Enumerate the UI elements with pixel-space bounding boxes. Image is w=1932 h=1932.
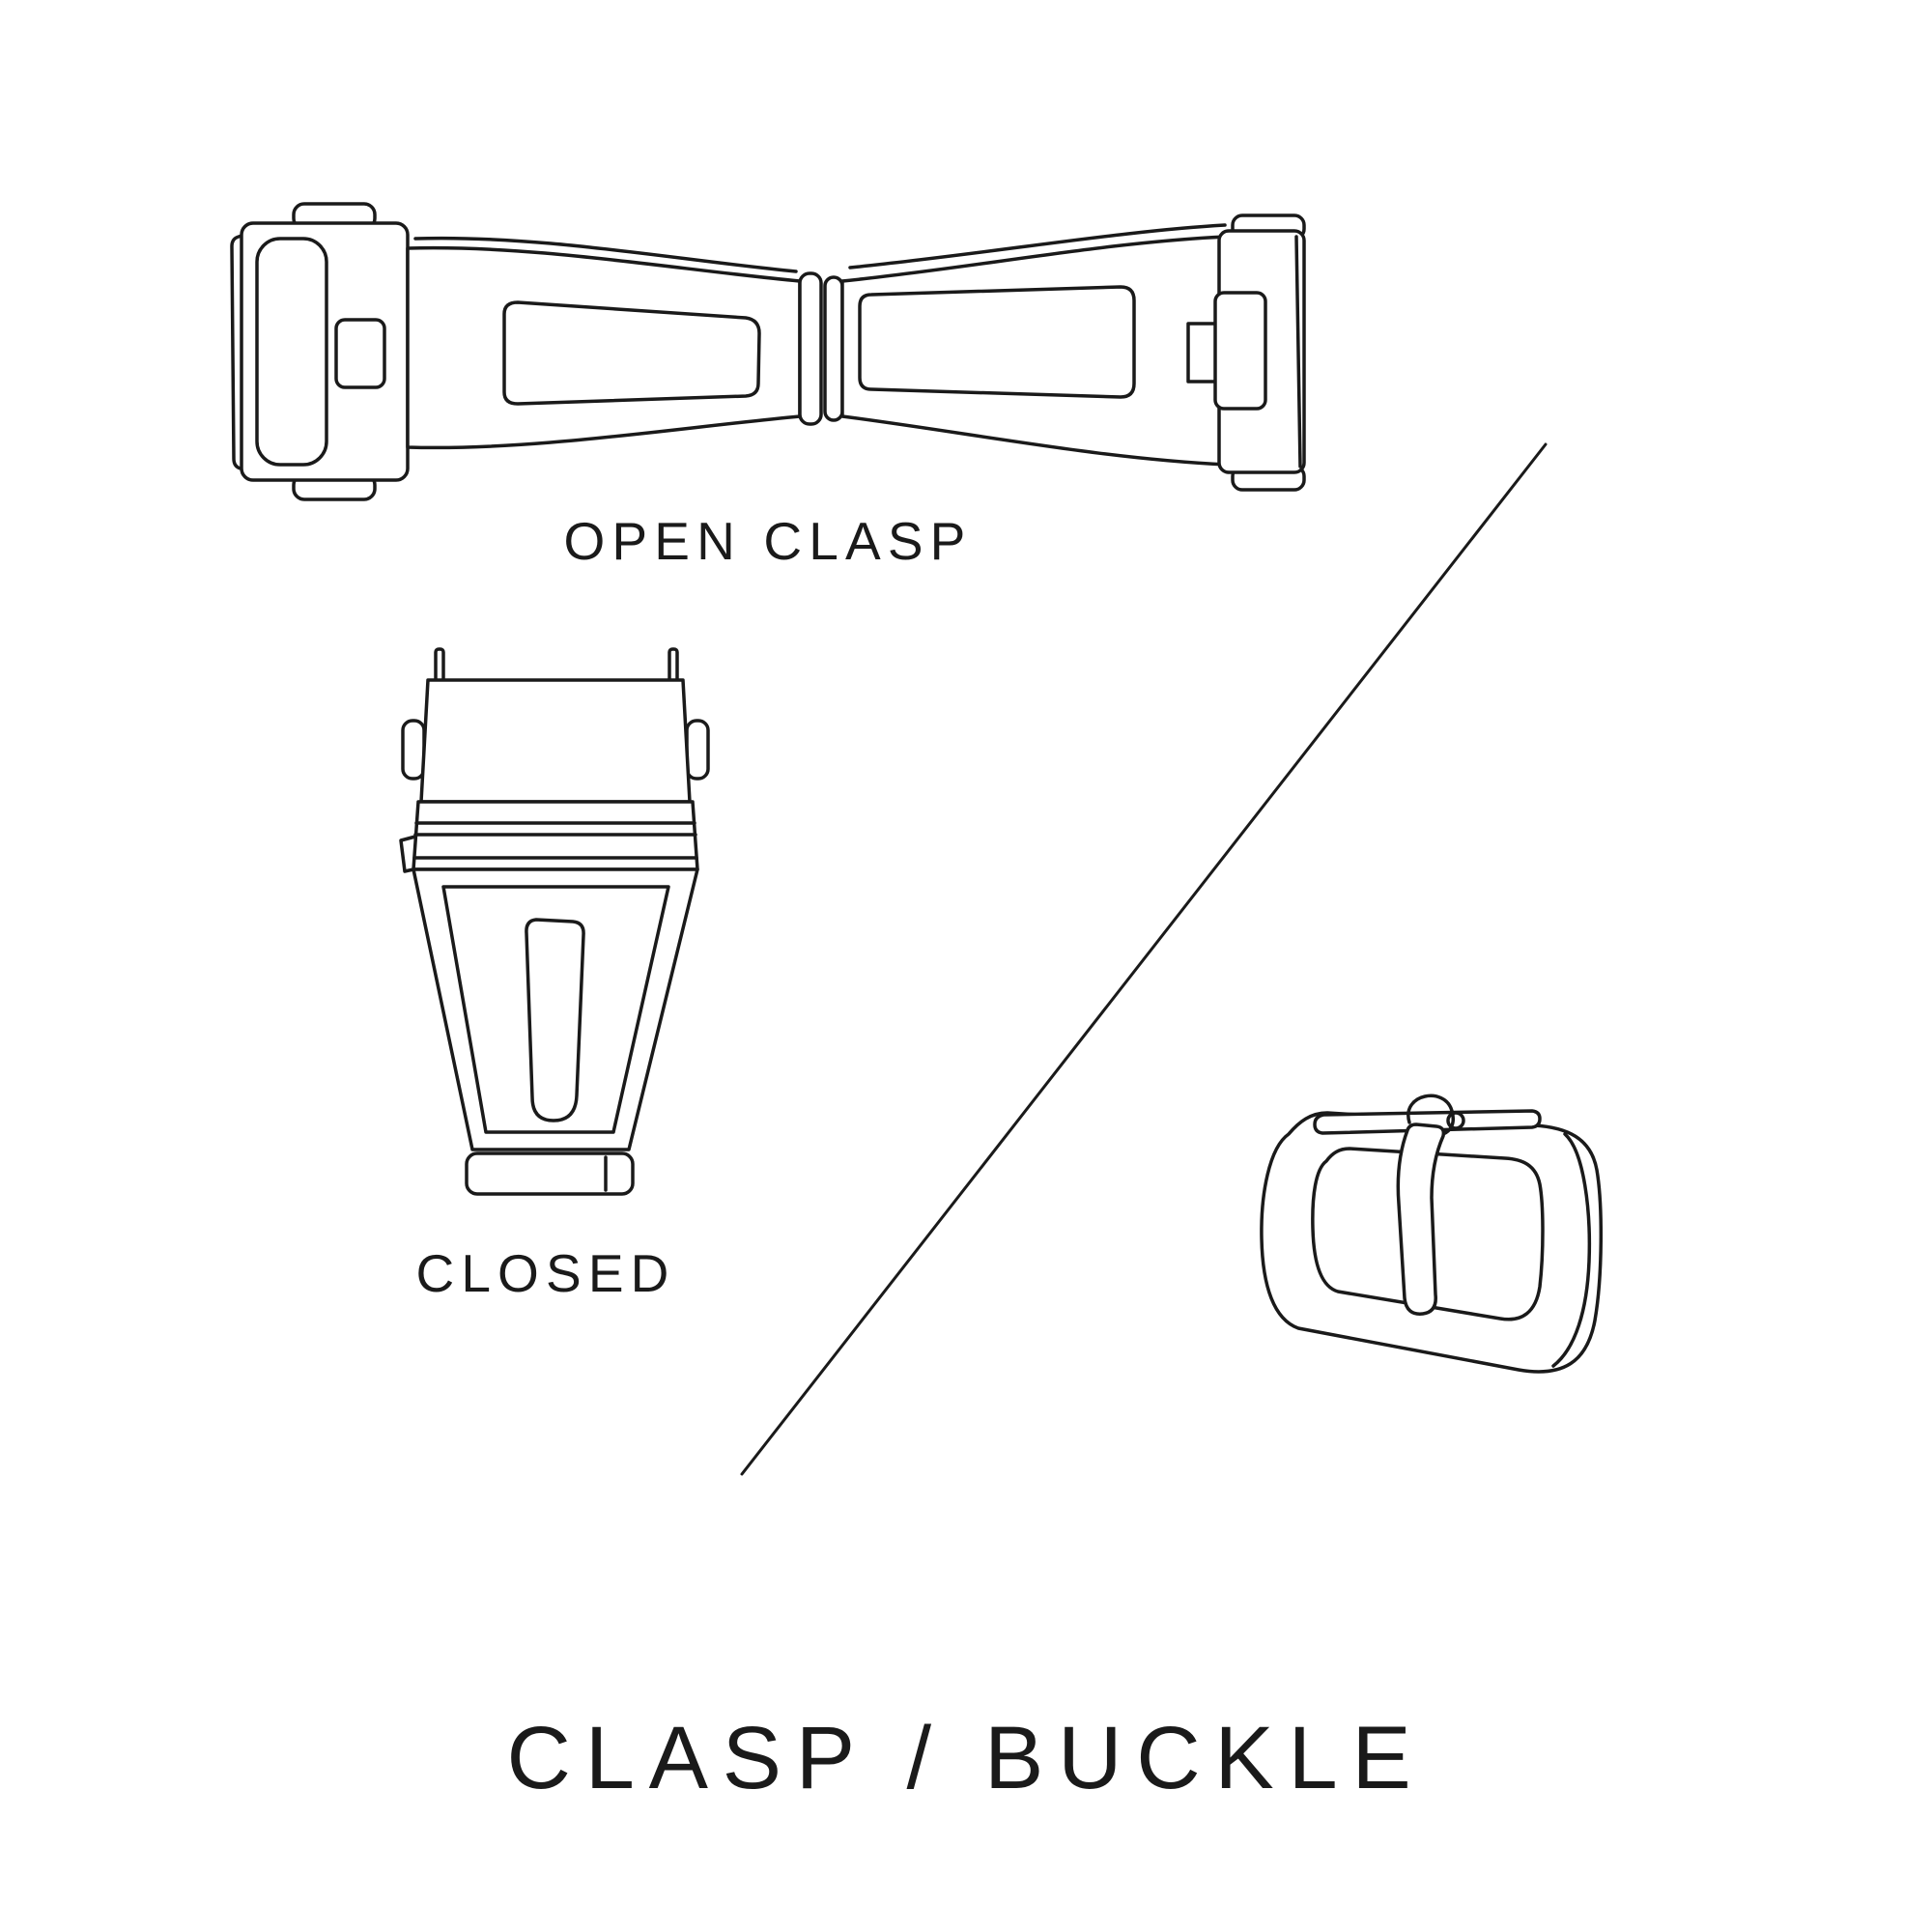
open-clasp-illustration	[230, 202, 1306, 501]
open-clasp-label: OPEN CLASP	[563, 511, 973, 571]
page-title: CLASP / BUCKLE	[506, 1709, 1426, 1807]
closed-clasp-illustration	[399, 647, 710, 1196]
closed-clasp-label: CLOSED	[415, 1243, 676, 1303]
buckle-illustration	[1260, 1094, 1604, 1374]
